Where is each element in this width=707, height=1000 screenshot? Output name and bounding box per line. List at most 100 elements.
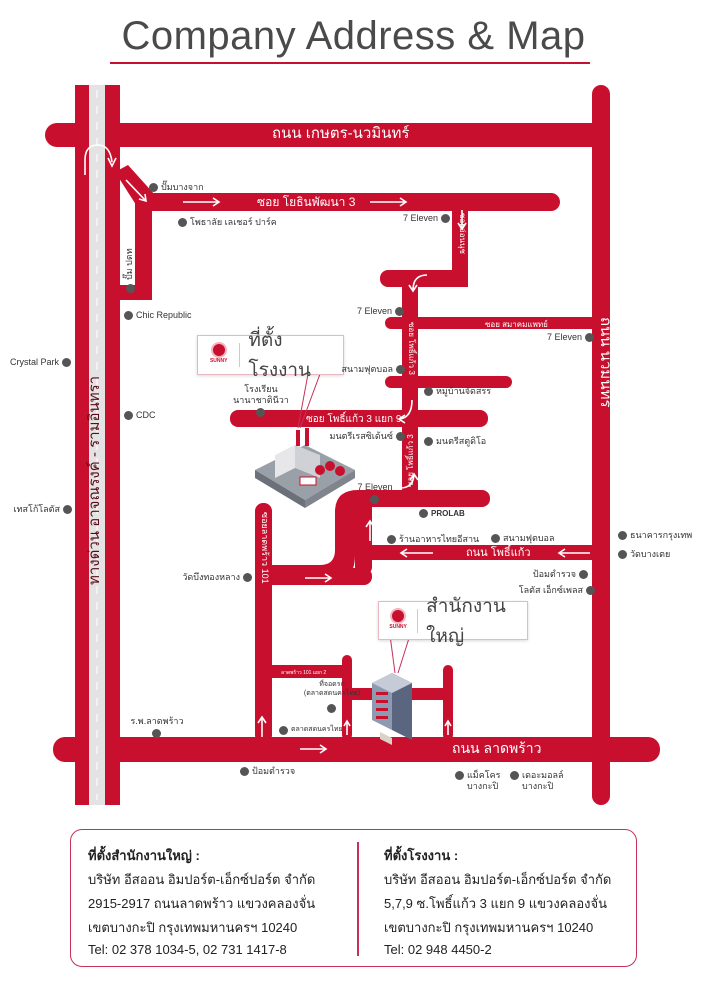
head-office-line2: เขตบางกะปิ กรุงเทพมหานครฯ 10240	[88, 920, 298, 935]
factory-illustration	[255, 428, 355, 508]
road-label-on-nut: ซอยอ่อนนุช	[458, 213, 467, 254]
landmark-dot-icon	[387, 535, 396, 544]
road-label-ladprao: ถนน ลาดพร้าว	[452, 740, 542, 756]
landmark-dot-icon	[279, 726, 288, 735]
landmark-dot-icon	[256, 408, 265, 417]
road-small-vertical-2	[443, 665, 453, 740]
road-label-nawamin: ถนน นวมินทร์	[597, 317, 614, 408]
landmark-dot-icon	[152, 729, 161, 738]
landmark-label: หมู่บ้านจัดสรร	[436, 386, 492, 396]
landmark-label: แม็คโคร บางกะปิ	[467, 770, 501, 791]
landmark-dot-icon	[396, 365, 405, 374]
road-ptt-link	[120, 285, 152, 300]
road-phokaeo-3-yaek-9	[230, 410, 488, 427]
head-office-heading: ที่ตั้งสำนักงานใหญ่ :	[88, 848, 200, 863]
page-title: Company Address & Map	[121, 14, 586, 58]
landmark-dot-icon	[243, 573, 252, 582]
landmark-dot-icon	[618, 550, 627, 559]
landmark-label: ร้านอาหารไทยอีสาน	[399, 534, 480, 544]
landmark-label: PROLAB	[431, 509, 465, 518]
road-ptt	[135, 200, 152, 300]
factory-address: ที่ตั้งโรงงาน : บริษัท อีสออน อิมปอร์ต-เ…	[384, 844, 611, 960]
factory-tel: Tel: 02 948 4450-2	[384, 942, 492, 957]
road-label-ladprao-101: ซอยลาดพร้าว 101	[260, 512, 270, 584]
road-curve-vertical	[355, 490, 372, 575]
landmark-label: CDC	[136, 410, 156, 420]
direction-arrows	[84, 144, 590, 754]
road-label-expressway: ทางด่วน อาจณรงค์ - รามอินทรา	[86, 375, 103, 585]
head-office-line1: 2915-2917 ถนนลาดพร้าว แขวงคลองจั่น	[88, 896, 316, 911]
landmark-label: ป้อมตำรวจ	[252, 766, 296, 776]
landmark-label: ปั๊ม ปตท	[124, 248, 134, 280]
road-curve-bottom	[263, 568, 372, 585]
landmark-dot-icon	[370, 495, 379, 504]
road-ladprao-101	[255, 503, 272, 743]
landmark-dot-icon	[585, 333, 594, 342]
landmark-dot-icon	[441, 214, 450, 223]
landmark-label: ป้อมตำรวจ	[532, 569, 576, 579]
landmark-dot-icon	[240, 767, 249, 776]
landmark-label: วัดบางเตย	[630, 549, 671, 559]
head-office-callout-label: สำนักงานใหญ่	[426, 595, 506, 647]
landmark-label: โรงเรียน นานาชาตินีวา	[233, 384, 289, 405]
landmark-dot-icon	[424, 387, 433, 396]
head-office-tel: Tel: 02 378 1034-5, 02 731 1417-8	[88, 942, 287, 957]
landmark-label: 7 Eleven	[357, 482, 393, 492]
road-label-somkhom-phaet: ซอย สมาคมแพทย์	[485, 320, 548, 329]
landmark-dot-icon	[124, 411, 133, 420]
road-label-phokaeo-3-top: ซอย โพธิ์แก้ว 3	[407, 322, 416, 375]
factory-company: บริษัท อีสออน อิมปอร์ต-เอ็กซ์ปอร์ต จำกัด	[384, 872, 612, 887]
head-office-company: บริษัท อีสออน อิมปอร์ต-เอ็กซ์ปอร์ต จำกัด	[88, 872, 316, 887]
landmark-label: ที่จอดรถ (ตลาดสดนครไทย)	[303, 681, 361, 697]
landmark-label: วัดบึงทองหลาง	[182, 572, 240, 582]
landmark-label: Chic Republic	[136, 310, 192, 320]
landmark-label: สนามฟุตบอล	[503, 533, 555, 543]
landmark-dot-icon	[419, 509, 428, 518]
road-phokaeo	[372, 545, 598, 560]
landmark-label: ตลาดสดนครไทย	[291, 726, 343, 733]
landmark-dot-icon	[63, 505, 72, 514]
road-kaset-nawamin	[45, 123, 610, 147]
factory-line1: 5,7,9 ซ.โพธิ์แก้ว 3 แยก 9 แขวงคลองจั่น	[384, 896, 608, 911]
landmark-dot-icon	[149, 183, 158, 192]
landmark-label: มนตรีสตูดิโอ	[436, 436, 487, 446]
title-underline	[110, 62, 590, 64]
factory-heading: ที่ตั้งโรงงาน :	[384, 848, 459, 863]
landmark-label: เทสโก้โลตัส	[13, 504, 60, 514]
landmark-dot-icon	[424, 437, 433, 446]
landmark-label: 7 Eleven	[356, 306, 392, 316]
road-somkhom-phaet	[385, 317, 598, 329]
road-ladprao-101-yaek-2	[272, 665, 350, 678]
factory-line2: เขตบางกะปิ กรุงเทพมหานครฯ 10240	[384, 920, 594, 935]
road-small-branch	[385, 376, 512, 388]
landmark-label: เดอะมอลล์ บางกะปิ	[522, 770, 564, 791]
road-ladprao	[53, 737, 660, 762]
landmark-dot-icon	[491, 534, 500, 543]
factory-callout-label: ที่ตั้งโรงงาน	[248, 330, 312, 381]
landmark-label: ร.พ.ลาดพร้าว	[130, 716, 184, 726]
landmark-label: ปั๊มบางจาก	[161, 182, 204, 192]
landmark-label: Crystal Park	[9, 357, 59, 367]
landmark-dot-icon	[510, 771, 519, 780]
head-office-callout: SUNNY สำนักงานใหญ่	[378, 596, 528, 647]
landmark-dot-icon	[126, 284, 135, 293]
landmark-dot-icon	[395, 307, 404, 316]
road-curve-top	[355, 490, 490, 507]
factory-callout: SUNNY ที่ตั้งโรงงาน	[197, 330, 344, 381]
sunny-logo: SUNNY	[206, 342, 231, 368]
landmark-dot-icon	[455, 771, 464, 780]
road-label-ladprao-101-yaek-2: ลาดพร้าว 101 แยก 2	[281, 670, 327, 676]
address-box: ที่ตั้งสำนักงานใหญ่ : บริษัท อีสออน อิมป…	[70, 829, 637, 967]
landmark-label: โพธาลัย เลเชอร์ ปาร์ค	[190, 217, 277, 227]
landmark-label: ธนาคารกรุงเทพ	[630, 530, 693, 540]
landmark-dot-icon	[62, 358, 71, 367]
head-office-building	[372, 673, 412, 745]
landmark-dot-icon	[586, 586, 595, 595]
road-label-yothin-phatthana-3: ซอย โยธินพัฒนา 3	[257, 195, 356, 209]
landmark-dot-icon	[327, 704, 336, 713]
landmark-label: 7 Eleven	[402, 213, 438, 223]
landmark-label: มนตรีเรสซิเด้นซ์	[329, 431, 393, 441]
road-label-phokaeo-3-yaek-9: ซอย โพธิ์แก้ว 3 แยก 9	[306, 414, 402, 425]
landmark-dot-icon	[124, 311, 133, 320]
